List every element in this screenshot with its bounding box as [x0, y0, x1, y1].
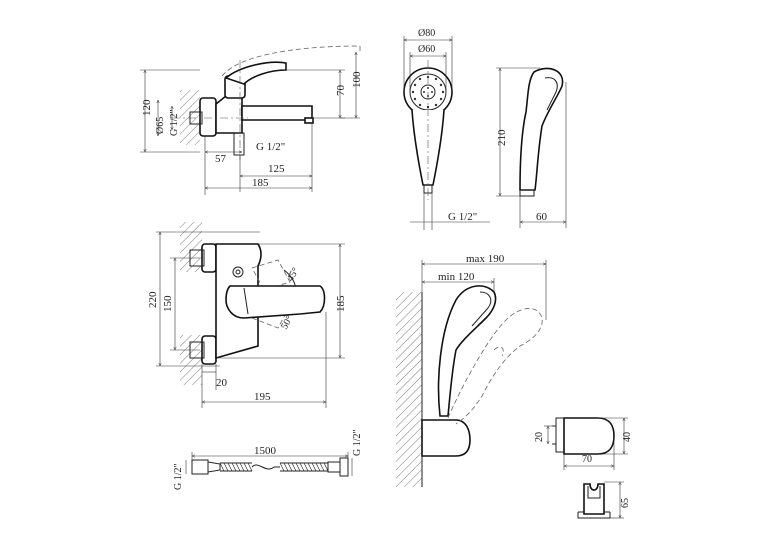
dim-65-bracket: 65 [620, 498, 631, 508]
mixer-front-view: 45° 50° 220 150 185 20 195 [147, 222, 347, 408]
dim-100: 100 [351, 71, 363, 88]
dim-185-side: 185 [252, 177, 269, 189]
dim-210: 210 [496, 129, 508, 146]
dim-min-120: min 120 [438, 271, 475, 283]
hose-coils [219, 462, 329, 472]
holder-wall-hatch [396, 292, 422, 487]
dim-g12-hose-right: G 1/2" [352, 429, 363, 456]
dim-g12-head: G 1/2" [448, 211, 477, 223]
dim-185-front: 185 [335, 295, 347, 312]
dim-195: 195 [254, 391, 271, 403]
dim-150: 150 [162, 295, 174, 312]
dim-g12-pipe: G 1/2" [256, 141, 285, 153]
dim-g12-side: G 1/2" [169, 109, 180, 136]
dim-120: 120 [141, 99, 153, 116]
shower-head-front: Ø80 Ø60 G 1/2" [403, 28, 490, 230]
dim-57: 57 [215, 153, 227, 165]
dim-70-bracket: 70 [582, 454, 592, 465]
dim-g12-hose-left: G 1/2" [173, 463, 184, 490]
dim-20-bracket: 20 [534, 432, 545, 442]
mixer-side-view: 120 Ø65 G 1/2" 70 100 57 G 1/2" 125 185 [140, 45, 363, 195]
dim-220: 220 [147, 291, 159, 308]
shower-head-side: 210 60 [496, 68, 566, 228]
dim-60: 60 [536, 211, 548, 223]
angle-45: 45° [285, 266, 302, 284]
holder-assembly: max 190 min 120 [396, 253, 546, 487]
dim-20-front: 20 [216, 377, 228, 389]
bracket-side: 20 40 70 [534, 417, 633, 470]
dim-d65: Ø65 [155, 117, 166, 134]
angle-50: 50° [279, 314, 296, 332]
dim-max-190: max 190 [466, 253, 505, 265]
wall-hatch-bottom [180, 335, 202, 385]
bracket-front: 65 [577, 482, 631, 519]
dim-125: 125 [268, 163, 285, 175]
dim-d80: Ø80 [418, 28, 435, 39]
dim-d60: Ø60 [418, 44, 435, 55]
dim-40-bracket: 40 [622, 432, 633, 442]
dim-70: 70 [335, 85, 347, 97]
shower-hose: 1500 G 1/2" G 1/2" [173, 429, 363, 490]
wall-hatch-top [180, 222, 202, 272]
dim-1500: 1500 [254, 445, 277, 457]
nozzle-dots [411, 75, 445, 109]
